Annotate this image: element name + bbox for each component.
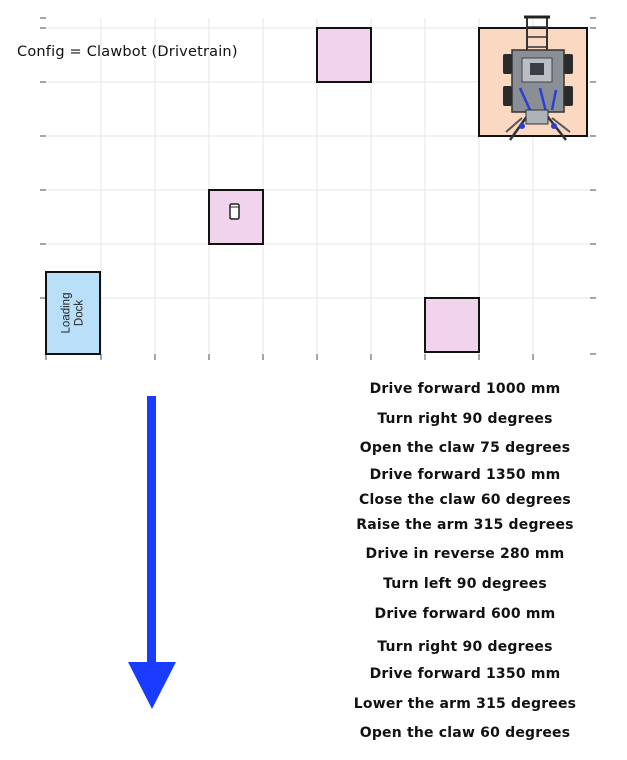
target-tile-top <box>316 27 372 83</box>
step-4: Drive forward 1350 mm <box>369 467 561 483</box>
step-7: Drive in reverse 280 mm <box>365 546 565 562</box>
step-2: Turn right 90 degrees <box>377 411 553 427</box>
loading-dock-label: Loading Dock <box>60 292 85 334</box>
config-label: Config = Clawbot (Drivetrain) <box>17 44 238 60</box>
loading-dock-label-box: Loading Dock <box>46 272 100 354</box>
step-12: Lower the arm 315 degrees <box>353 696 577 712</box>
step-9: Drive forward 600 mm <box>374 606 556 622</box>
step-1: Drive forward 1000 mm <box>369 381 561 397</box>
step-11: Drive forward 1350 mm <box>369 666 561 682</box>
clawbot-robot-icon <box>503 15 573 141</box>
loading-dock <box>45 271 101 355</box>
down-arrow-icon <box>128 396 176 709</box>
cup-icon <box>229 203 240 220</box>
step-8: Turn left 90 degrees <box>383 576 547 592</box>
step-5: Close the claw 60 degrees <box>359 492 571 508</box>
step-3: Open the claw 75 degrees <box>359 440 571 456</box>
target-tile-bottom <box>424 297 480 353</box>
field-ticks <box>40 17 596 360</box>
step-13: Open the claw 60 degrees <box>359 725 571 741</box>
step-10: Turn right 90 degrees <box>377 639 553 655</box>
step-6: Raise the arm 315 degrees <box>356 517 574 533</box>
